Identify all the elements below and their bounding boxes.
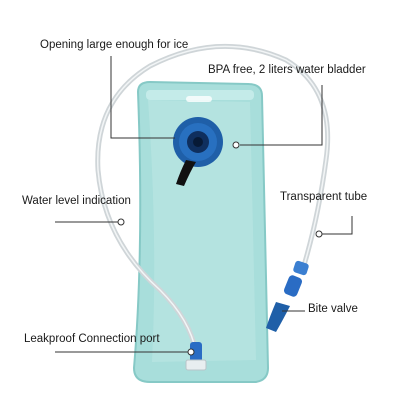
cap <box>173 117 223 167</box>
callout-bpa <box>240 85 323 146</box>
label-transparent-tube: Transparent tube <box>280 191 368 203</box>
callout-lines <box>55 56 353 353</box>
cap-strap <box>176 160 196 186</box>
bladder-top-seam <box>146 90 254 100</box>
connection-port <box>185 342 207 371</box>
label-water-level: Water level indication <box>22 195 131 207</box>
bladder-highlight <box>148 100 256 362</box>
label-leakproof-port: Leakproof Connection port <box>24 333 160 345</box>
callout-tube <box>322 216 353 235</box>
label-bite-valve: Bite valve <box>308 303 358 315</box>
bite-valve <box>266 260 309 332</box>
tube-highlight <box>97 45 329 353</box>
label-opening: Opening large enough for ice <box>40 39 189 51</box>
hang-slot <box>186 96 212 102</box>
callout-markers <box>117 141 323 356</box>
label-bpa-free: BPA free, 2 liters water bladder <box>208 64 366 76</box>
callout-opening <box>110 56 175 139</box>
